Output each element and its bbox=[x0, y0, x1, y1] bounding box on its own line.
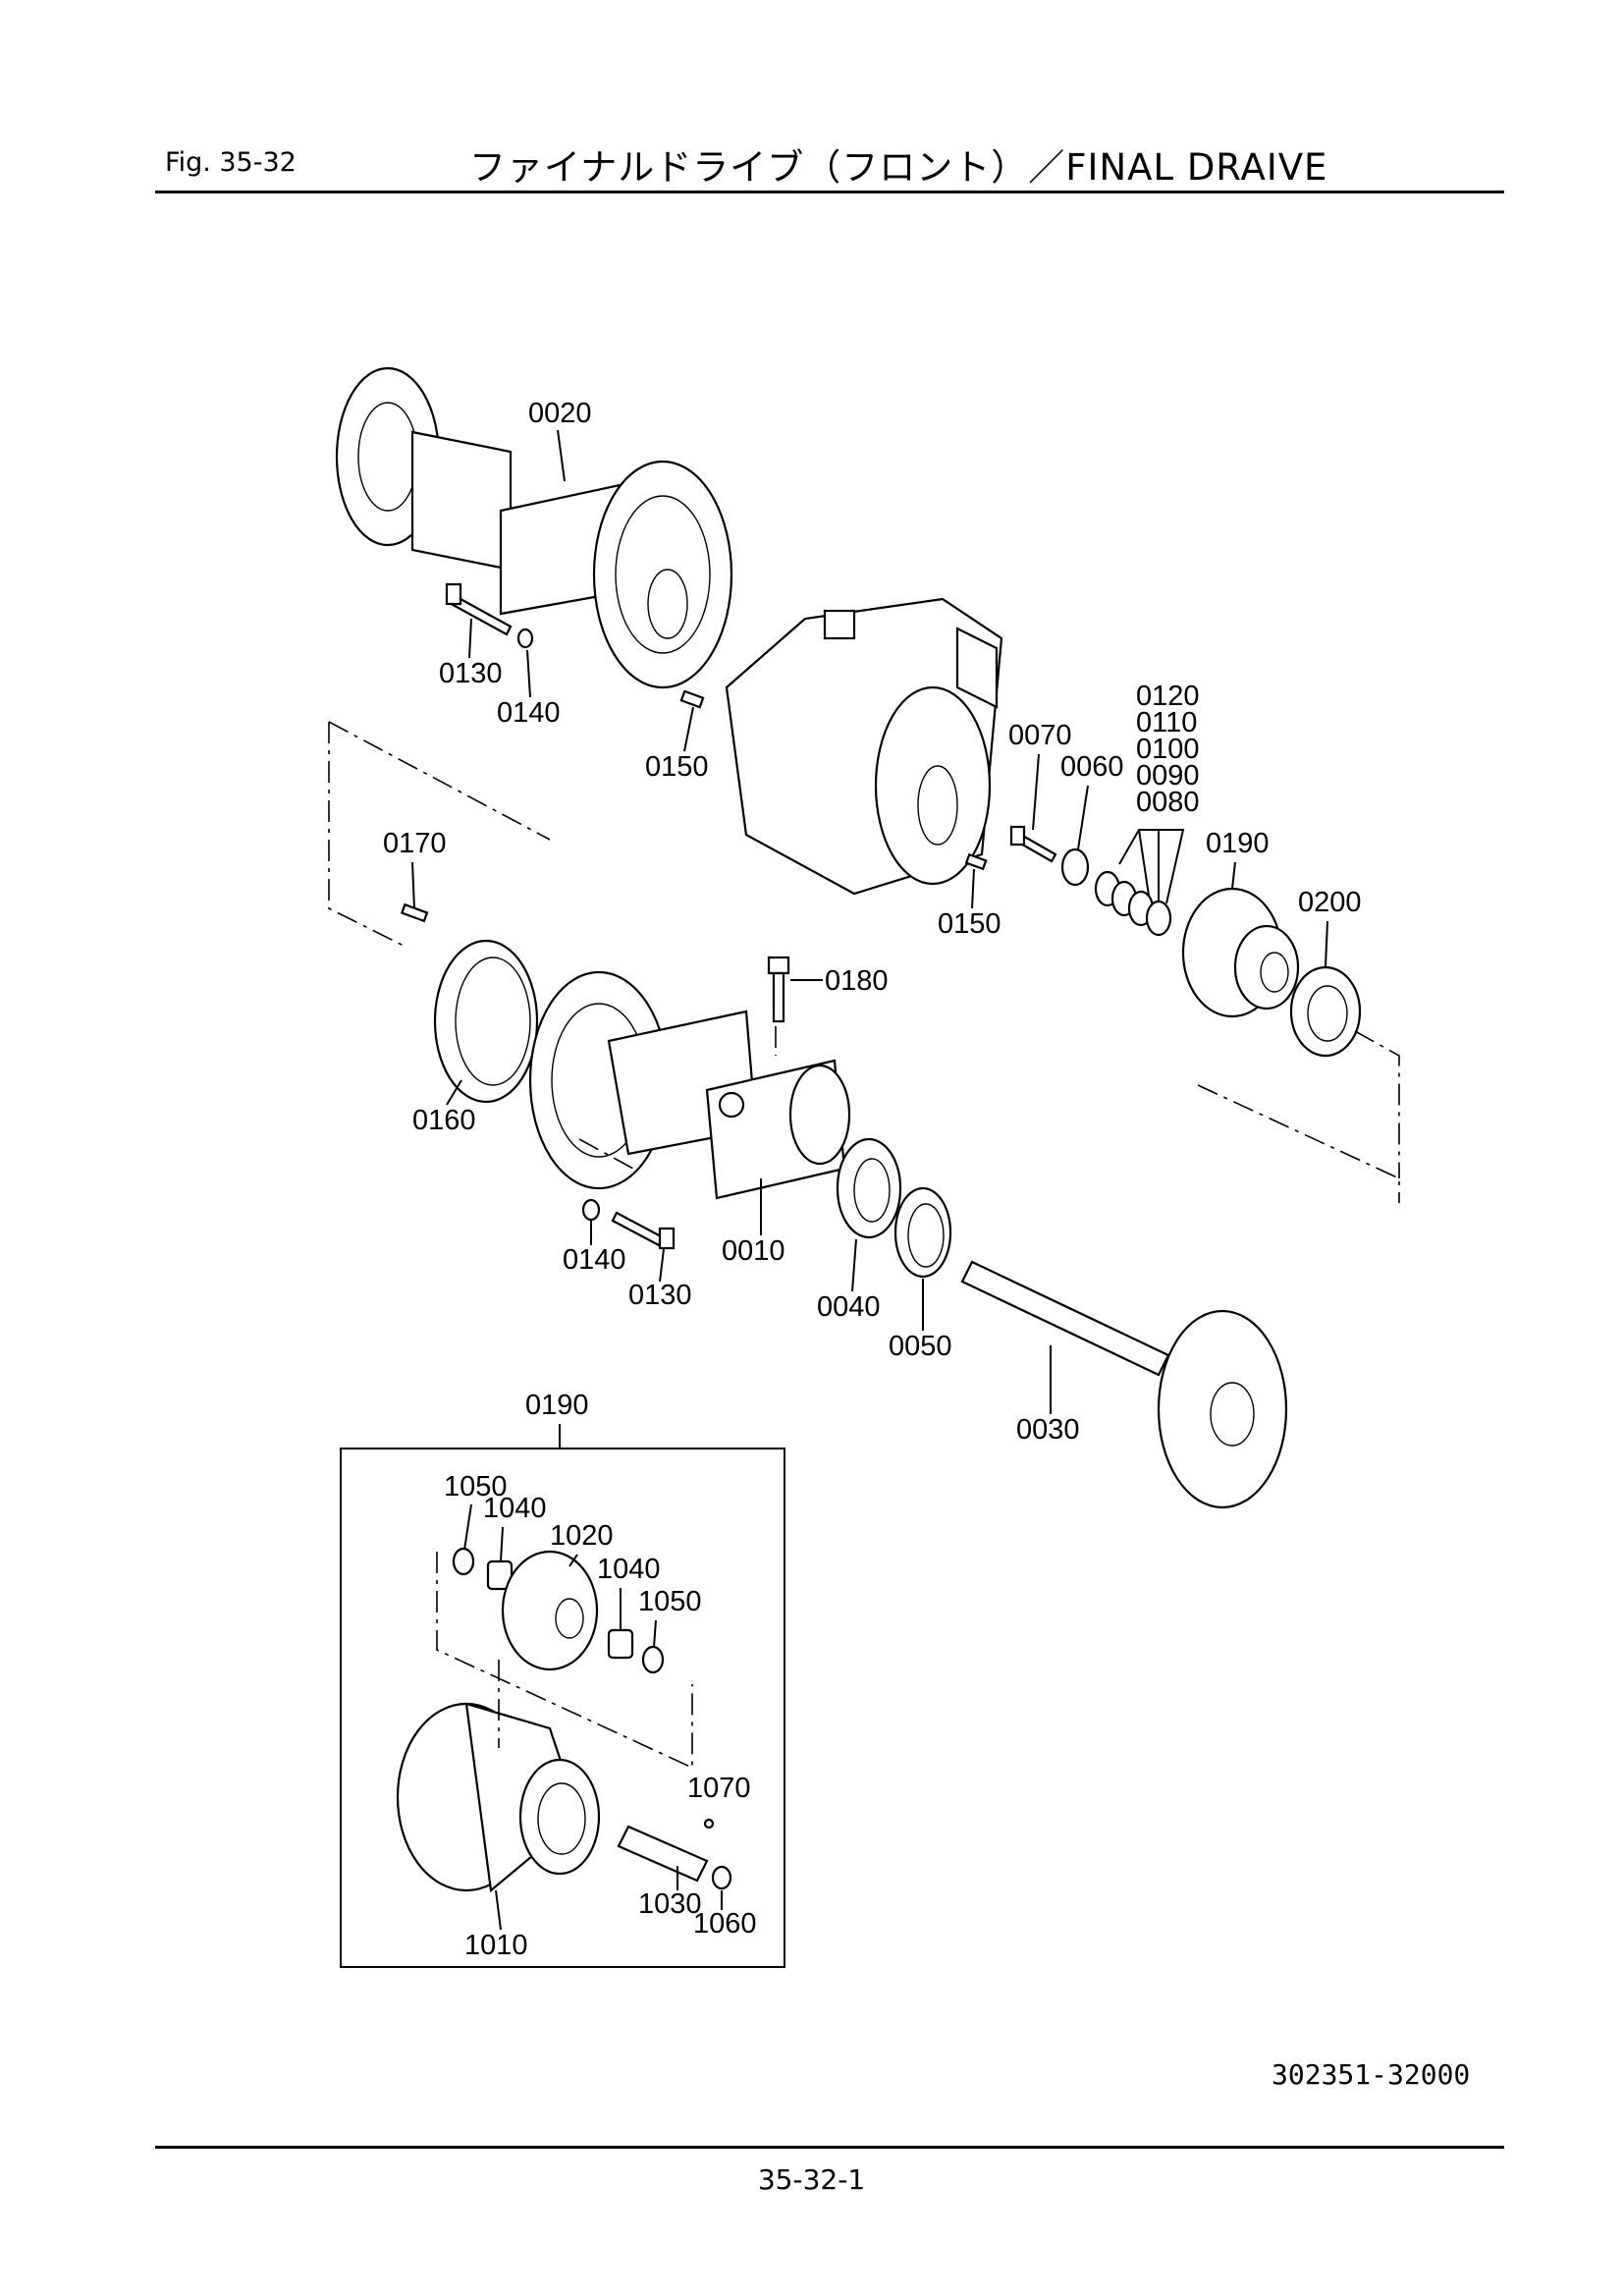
callout-0110: 0110 bbox=[1136, 707, 1197, 738]
inset-carrier-1010 bbox=[396, 1702, 601, 1893]
alignment-lines bbox=[328, 721, 1400, 1203]
callout-0200: 0200 bbox=[1298, 887, 1362, 918]
callout-0030: 0030 bbox=[1016, 1414, 1080, 1446]
inset-0190: 0190 1050 bbox=[340, 1390, 785, 1968]
bolt-0070 bbox=[1009, 825, 1057, 863]
inset-callout-1050: 1050 bbox=[444, 1471, 508, 1503]
bolt-upper bbox=[445, 582, 513, 636]
callout-0150: 0150 bbox=[645, 751, 709, 783]
callout-0080: 0080 bbox=[1136, 787, 1200, 818]
inset-washer-right bbox=[641, 1645, 665, 1674]
washer-0060 bbox=[1060, 847, 1090, 887]
callout-0180: 0180 bbox=[825, 965, 889, 997]
callout-0190: 0190 bbox=[1206, 828, 1270, 859]
axle-housing-lower bbox=[528, 970, 851, 1200]
washer-upper bbox=[516, 628, 534, 649]
inset-callout-1050-b: 1050 bbox=[638, 1586, 702, 1617]
callout-0020: 0020 bbox=[528, 398, 592, 429]
callout-0050: 0050 bbox=[889, 1331, 952, 1362]
callout-0060: 0060 bbox=[1060, 751, 1124, 783]
differential-case bbox=[725, 597, 1003, 896]
inset-callout-1060: 1060 bbox=[693, 1908, 757, 1940]
bolt-lower bbox=[611, 1211, 676, 1250]
inset-ball-1070 bbox=[703, 1818, 715, 1830]
inset-callout-1010: 1010 bbox=[464, 1930, 528, 1961]
page-number: 35-32-1 bbox=[757, 2163, 866, 2196]
planetary-carrier bbox=[1181, 887, 1300, 1018]
callout-0090: 0090 bbox=[1136, 760, 1200, 792]
callout-0130: 0130 bbox=[439, 658, 503, 689]
inset-title: 0190 bbox=[525, 1390, 589, 1421]
seal-0050 bbox=[893, 1186, 952, 1279]
callout-0130-b: 0130 bbox=[628, 1280, 692, 1311]
callout-0140: 0140 bbox=[497, 697, 561, 729]
inset-planet-gear bbox=[501, 1550, 599, 1671]
main-callouts: 0020 0130 0140 0150 0120 0110 0100 0090 … bbox=[383, 398, 1362, 1446]
pin-upper bbox=[679, 689, 705, 709]
shim-leader-bracket bbox=[1118, 829, 1185, 904]
ring-gear-0160 bbox=[433, 939, 539, 1104]
inset-needle-bearing-right bbox=[607, 1628, 634, 1660]
footer-rule bbox=[155, 2146, 1504, 2149]
washer-lower bbox=[581, 1198, 601, 1222]
page-title: ファイナルドライブ（フロント）／FINAL DRAIVE bbox=[469, 146, 1328, 189]
callout-0040: 0040 bbox=[817, 1291, 881, 1323]
callout-0170: 0170 bbox=[383, 828, 447, 859]
callout-0150-b: 0150 bbox=[938, 908, 1001, 940]
pin-0170 bbox=[400, 902, 429, 923]
inset-ring-1060 bbox=[711, 1865, 732, 1890]
callout-0070: 0070 bbox=[1008, 720, 1072, 751]
bolt-0180 bbox=[767, 956, 790, 1023]
inset-callout-1020: 1020 bbox=[550, 1520, 614, 1552]
inset-washer-left bbox=[452, 1547, 475, 1576]
drawing-code: 302351-32000 bbox=[1271, 2058, 1471, 2091]
axle-shaft-0030 bbox=[960, 1260, 1288, 1509]
pin-middle bbox=[964, 852, 988, 871]
inset-pin-1030 bbox=[617, 1825, 709, 1883]
callout-0140-b: 0140 bbox=[563, 1244, 626, 1276]
shim-stack bbox=[1094, 870, 1172, 937]
figure-number: Fig. 35-32 bbox=[165, 147, 297, 178]
bearing-0200 bbox=[1289, 965, 1362, 1058]
inset-callout-1030: 1030 bbox=[638, 1888, 702, 1920]
axle-housing-upper bbox=[335, 366, 733, 689]
callout-0160: 0160 bbox=[412, 1105, 476, 1136]
callout-0100: 0100 bbox=[1136, 734, 1200, 765]
inset-callout-1040: 1040 bbox=[483, 1493, 547, 1524]
header-rule bbox=[155, 191, 1504, 193]
inset-callout-1040-b: 1040 bbox=[597, 1554, 661, 1585]
callout-0010: 0010 bbox=[722, 1235, 785, 1267]
callout-0120: 0120 bbox=[1136, 681, 1200, 712]
seal-0040 bbox=[836, 1137, 902, 1239]
inset-callout-1070: 1070 bbox=[687, 1773, 751, 1804]
